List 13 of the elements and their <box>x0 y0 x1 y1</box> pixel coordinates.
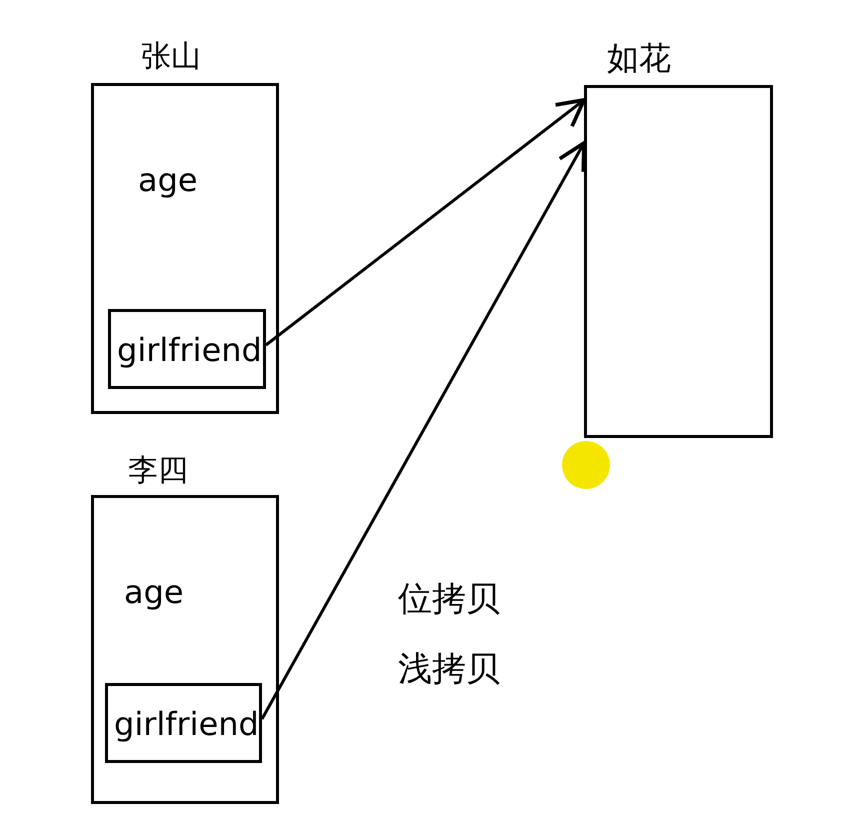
field-label: age <box>138 164 198 196</box>
heading: 如花 <box>607 42 671 74</box>
arrow <box>265 98 586 346</box>
heading: 张山 <box>141 42 201 72</box>
note-text: 位拷贝 <box>398 582 500 616</box>
field-label: girlfriend <box>114 708 259 740</box>
field-label: age <box>124 576 184 608</box>
note-text: 浅拷贝 <box>398 652 500 686</box>
arrow <box>260 141 586 720</box>
field-label: girlfriend <box>117 334 262 366</box>
field-box <box>105 683 262 763</box>
heading: 李四 <box>128 456 188 486</box>
field-box <box>108 309 266 389</box>
